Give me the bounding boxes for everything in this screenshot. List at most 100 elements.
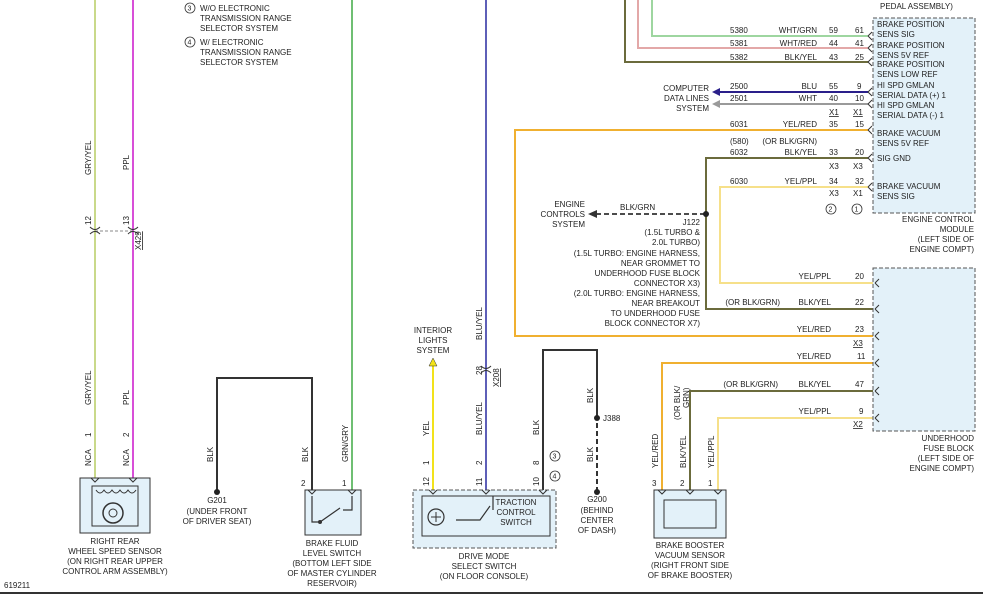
wire-wht-grn	[651, 0, 868, 37]
ecm-pin-4b: SERIAL DATA (+) 1	[877, 91, 947, 100]
traction-label-1: TRACTION	[496, 498, 537, 507]
ecm-x1-a: X1	[829, 108, 839, 117]
pin-12-label: 12	[84, 216, 93, 225]
drive-note-4: 4	[553, 474, 557, 481]
wire-blk-drive	[542, 349, 598, 490]
drive-mode-label-1: DRIVE MODE	[459, 552, 510, 561]
circuit-number: 2500	[730, 82, 748, 91]
ecm-row-6: 6032 BLK/YEL 33 20	[730, 148, 864, 157]
drive-pin-1: 1	[422, 460, 431, 465]
interior-label-3: SYSTEM	[417, 346, 450, 355]
x429-label: X429	[134, 231, 143, 250]
wire-color: BLU	[801, 82, 817, 91]
j122-line-3: (1.5L TURBO: ENGINE HARNESS,	[574, 249, 700, 258]
drive-pin-8: 8	[532, 460, 541, 465]
ecm-label-4: ENGINE COMPT)	[910, 245, 975, 254]
engine-controls-label-2: CONTROLS	[541, 210, 585, 219]
fuse-block	[872, 267, 976, 432]
drive-wire-bluyel-top: BLU/YEL	[475, 307, 484, 340]
circuit-number: 6030	[730, 177, 748, 186]
arrow-interior	[428, 357, 438, 367]
cavity-a: 35	[829, 120, 838, 129]
fuse-label-2: FUSE BLOCK	[923, 444, 974, 453]
ecm-x3-b: X3	[853, 162, 863, 171]
brake-fluid-wire-blk: BLK	[301, 446, 310, 462]
fuse-r6-pin: 9	[859, 407, 864, 416]
wire-blk-yel-6032	[705, 157, 875, 310]
j122-line-2: 2.0L TURBO)	[652, 238, 700, 247]
wheel-sensor-label-2: WHEEL SPEED SENSOR	[68, 547, 162, 556]
wire-yel-red-booster	[661, 362, 875, 490]
ecm-pin-1a: BRAKE POSITION	[877, 20, 945, 29]
ecm-alt-blkgrn: (OR BLK/GRN)	[762, 137, 817, 146]
drive-mode-label-3: (ON FLOOR CONSOLE)	[440, 572, 529, 581]
j122-line-4: NEAR GROMMET TO	[621, 259, 700, 268]
drive-wire-yel: YEL	[422, 420, 431, 436]
switch-pivot	[318, 520, 322, 524]
note-3-line2: TRANSMISSION RANGE	[200, 14, 292, 23]
wheel-sensor-label-4: CONTROL ARM ASSEMBLY)	[62, 567, 168, 576]
fuse-r5-color: BLK/YEL	[799, 380, 832, 389]
g201-wire-label: BLK	[206, 446, 215, 462]
g201-name: G201	[207, 496, 227, 505]
ecm-note-2-circle	[825, 203, 837, 215]
note-3-circle	[184, 2, 196, 14]
j122-line-9: TO UNDERHOOD FUSE	[611, 309, 700, 318]
brake-fluid-pin1: 1	[342, 479, 347, 488]
connector-x208	[480, 365, 492, 374]
ecm-pin-2b: SENS 5V REF	[877, 51, 929, 60]
pedal-assembly-label: PEDAL ASSEMBLY)	[880, 2, 953, 11]
booster-label-2: VACUUM SENSOR	[655, 551, 725, 560]
drive-pin-12: 12	[422, 477, 431, 486]
wire-blk-yel-booster	[689, 390, 875, 490]
ecm-note-1: 1	[855, 207, 859, 214]
wire-label-ppl-top: PPL	[122, 154, 131, 170]
circuit-number: 5380	[730, 26, 748, 35]
wire-wht-red	[637, 0, 868, 49]
wire-yel-ppl-booster	[717, 417, 875, 490]
g200-wire-bottom: BLK	[586, 446, 595, 462]
ecm-label-3: (LEFT SIDE OF	[918, 235, 974, 244]
circuit-number: 5382	[730, 53, 748, 62]
drive-note-3: 3	[553, 454, 557, 461]
booster-label-3: (RIGHT FRONT SIDE	[651, 561, 729, 570]
ecm-pin-8a: BRAKE VACUUM	[877, 182, 941, 191]
note-3-line3: SELECTOR SYSTEM	[200, 24, 278, 33]
drive-note-4-circle	[549, 470, 561, 482]
brake-fluid-label-5: RESERVOIR)	[307, 579, 357, 588]
drive-pin-28: 28	[475, 366, 484, 375]
brake-fluid-label-3: (BOTTOM LEFT SIDE	[292, 559, 371, 568]
traction-label-2: CONTROL	[496, 508, 536, 517]
booster-pin-2: 2	[680, 479, 685, 488]
fuse-x2: X2	[853, 420, 863, 429]
engine-controls-wire: BLK/GRN	[620, 203, 655, 212]
wheel-sensor-label-3: (ON RIGHT REAR UPPER	[67, 557, 163, 566]
g201-label-1: (UNDER FRONT	[187, 507, 248, 516]
pin-marks	[90, 31, 880, 495]
ground-g201-node	[214, 489, 220, 495]
cavity-a: 34	[829, 177, 838, 186]
ecm-x3-a: X3	[829, 162, 839, 171]
wire-blk-yel-top	[624, 0, 868, 63]
ecm-row-2: 5382 BLK/YEL 43 25	[730, 53, 864, 62]
interior-label-2: LIGHTS	[419, 336, 448, 345]
traction-switch-contact	[456, 496, 494, 521]
ecm-alt-580: (580)	[730, 137, 749, 146]
g201-label-2: OF DRIVER SEAT)	[183, 517, 252, 526]
j122-name: J122	[683, 218, 701, 227]
g200-label-1: (BEHIND	[581, 506, 614, 515]
g200-name: G200	[587, 495, 607, 504]
ecm-row-7: 6030 YEL/PPL 34 32	[730, 177, 864, 186]
j122-line-1: (1.5L TURBO &	[644, 228, 700, 237]
fuse-label-3: (LEFT SIDE OF	[918, 454, 974, 463]
drive-pin-10: 10	[532, 477, 541, 486]
cavity-b: 15	[855, 120, 864, 129]
cavity-b: 20	[855, 148, 864, 157]
ecm-x3-c: X3	[829, 189, 839, 198]
ecm-pin-5b: SERIAL DATA (-) 1	[877, 111, 945, 120]
sensor-winding	[95, 489, 137, 494]
cavity-b: 41	[855, 39, 864, 48]
note-4-circle	[184, 36, 196, 48]
fuse-r1-pin: 20	[855, 272, 864, 281]
